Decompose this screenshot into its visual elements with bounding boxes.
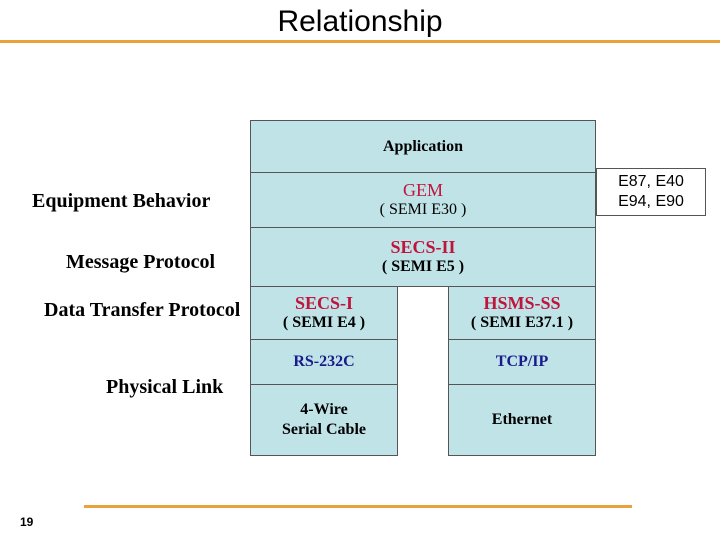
bottom-divider (84, 505, 632, 508)
application-label: Application (382, 137, 463, 155)
serial-cable-box: 4-Wire Serial Cable (250, 384, 398, 456)
gem-box: GEM ( SEMI E30 ) (250, 172, 596, 228)
related-standards-line2: E94, E90 (618, 193, 684, 210)
ethernet-label: Ethernet (491, 411, 553, 428)
page-number: 19 (20, 515, 34, 529)
rs232-box: RS-232C (250, 339, 398, 385)
gem-standard: ( SEMI E30 ) (379, 201, 467, 218)
secs2-standard: ( SEMI E5 ) (381, 258, 465, 275)
message-protocol-label: Message Protocol (66, 251, 216, 273)
hsms-standard: ( SEMI E37.1 ) (470, 314, 574, 331)
physical-link-label: Physical Link (106, 376, 224, 398)
gem-label: GEM (403, 180, 443, 200)
secs1-standard: ( SEMI E4 ) (282, 314, 366, 331)
equipment-behavior-label: Equipment Behavior (32, 190, 211, 212)
serial-cable-line2: Serial Cable (282, 421, 366, 438)
top-divider (0, 40, 720, 43)
related-standards-line1: E87, E40 (618, 173, 684, 190)
secs2-label: SECS-II (390, 237, 456, 257)
page-title: Relationship (277, 5, 443, 38)
tcpip-box: TCP/IP (448, 339, 596, 385)
related-standards-box: E87, E40 E94, E90 (596, 168, 706, 216)
data-transfer-protocol-label: Data Transfer Protocol (44, 299, 241, 321)
ethernet-box: Ethernet (448, 384, 596, 456)
rs232-label: RS-232C (293, 353, 355, 370)
secs1-box: SECS-I ( SEMI E4 ) (250, 286, 398, 340)
tcpip-label: TCP/IP (495, 353, 549, 370)
secs1-label: SECS-I (294, 293, 354, 313)
serial-cable-line1: 4-Wire (300, 401, 348, 418)
hsms-box: HSMS-SS ( SEMI E37.1 ) (448, 286, 596, 340)
application-box: Application (250, 120, 596, 173)
secs2-box: SECS-II ( SEMI E5 ) (250, 227, 596, 287)
hsms-label: HSMS-SS (483, 293, 561, 313)
